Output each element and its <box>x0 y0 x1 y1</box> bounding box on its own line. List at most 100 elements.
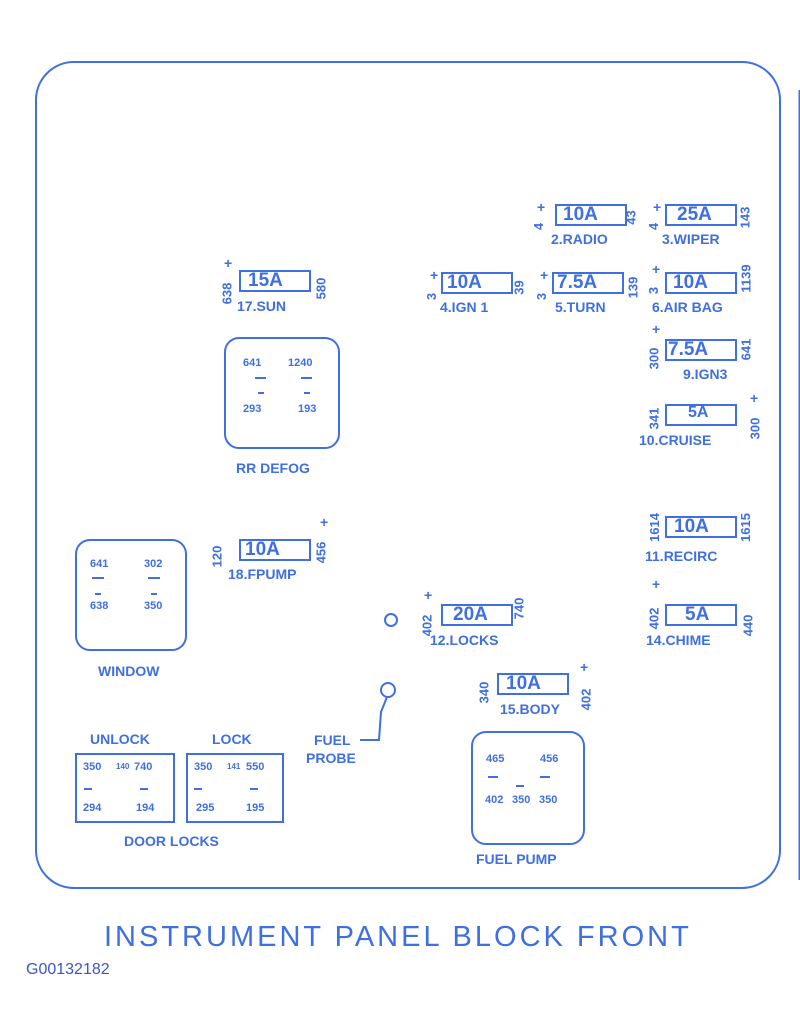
relay-fuel-pump-box <box>471 731 585 845</box>
fuse-airbag-pin-right: 1139 <box>738 264 754 293</box>
fuse-recirc-pin-left: 1614 <box>646 513 662 542</box>
relay-window-name: WINDOW <box>98 663 160 679</box>
fuse-wiper-box <box>665 204 737 226</box>
diagram-title: INSTRUMENT PANEL BLOCK FRONT <box>104 921 692 953</box>
fuse-body-rating: 10A <box>506 673 541 694</box>
fuel-probe-leader <box>360 696 388 741</box>
fuse-cruise-pin-left: 341 <box>646 407 662 430</box>
fuse-recirc-box <box>665 516 737 538</box>
relay-rr-defog-pin: 293 <box>243 403 262 415</box>
fuel-probe-label-line1: FUEL <box>314 732 351 748</box>
relay-fuel-pump-pin: 456 <box>540 753 559 765</box>
fuse-body-box <box>497 673 569 695</box>
relay-rr-defog-pin: 1240 <box>288 357 313 369</box>
relay-unlock-pin: 194 <box>136 802 155 814</box>
fuse-recirc-name: 11.RECIRC <box>645 548 718 564</box>
relay-lock-pin: 295 <box>196 802 215 814</box>
fuse-cruise-rating: 5A <box>688 404 709 421</box>
fuse-radio-box <box>555 204 627 226</box>
relay-rr-defog-pin: 193 <box>298 403 317 415</box>
relay-fuel-pump-pin: 465 <box>486 753 505 765</box>
relay-fuel-pump-pin: 350 <box>512 794 531 806</box>
fuse-ign1-rating: 10A <box>447 272 482 293</box>
fuse-fpump-plus: + <box>320 514 329 530</box>
panel-outline <box>35 61 781 889</box>
fuse-radio-pin-left: 4 <box>531 222 547 231</box>
relay-unlock-pin: 350 <box>83 761 102 773</box>
fuse-wiper-pin-left: 4 <box>646 222 662 231</box>
relay-lock-pin: 195 <box>246 802 265 814</box>
relay-fuel-pump-pin: 350 <box>539 794 558 806</box>
fuse-chime-name: 14.CHIME <box>646 632 711 648</box>
fuse-fpump-box <box>239 539 311 561</box>
fuse-turn-name: 5.TURN <box>555 299 606 315</box>
fuse-ign3-name: 9.IGN3 <box>683 366 728 382</box>
fuse-sun-plus: + <box>224 255 233 271</box>
relay-unlock-pin: 140 <box>116 762 130 771</box>
fuse-radio-name: 2.RADIO <box>551 231 608 247</box>
fuse-airbag-box <box>665 272 737 294</box>
fuse-chime-plus: + <box>652 576 661 592</box>
fuse-cruise-plus: + <box>750 390 759 406</box>
relay-fuel-pump-name: FUEL PUMP <box>476 851 557 867</box>
relay-window-pin: 638 <box>90 600 109 612</box>
fuse-wiper-plus: + <box>653 199 662 215</box>
fuse-wiper-pin-right: 143 <box>737 206 753 229</box>
fuse-turn-box <box>552 272 624 294</box>
relay-fuel-pump-pin: 402 <box>485 794 504 806</box>
fuse-ign1-plus: + <box>430 267 439 283</box>
fuse-ign1-name: 4.IGN 1 <box>440 299 489 315</box>
fuse-ign1-box <box>441 272 513 294</box>
fuel-probe-label-line2: PROBE <box>306 750 356 766</box>
fuse-sun-pin-left: 638 <box>219 282 235 305</box>
fuel-probe-terminal <box>380 682 396 698</box>
fuse-cruise-pin-right: 300 <box>747 417 763 440</box>
relay-lock-box <box>186 753 284 823</box>
fuse-chime-box <box>665 604 737 626</box>
fuse-ign3-plus: + <box>652 321 661 337</box>
fuse-locks-box <box>441 604 513 626</box>
fuse-airbag-pin-left: 3 <box>646 286 662 295</box>
fuse-locks-name: 12.LOCKS <box>430 632 499 648</box>
relay-window-pin: 350 <box>144 600 163 612</box>
fuse-radio-plus: + <box>537 199 546 215</box>
relay-unlock-box <box>75 753 175 823</box>
fuse-fpump-pin-right: 456 <box>313 541 329 564</box>
fuse-locks-rating: 20A <box>453 604 488 625</box>
figure-code: G00132182 <box>26 961 110 978</box>
fuse-body-pin-right: 402 <box>578 688 594 711</box>
fuse-sun-name: 17.SUN <box>237 298 287 314</box>
fuse-body-plus: + <box>580 659 589 675</box>
relay-unlock-pin: 740 <box>134 761 153 773</box>
fuse-recirc-pin-right: 1615 <box>737 513 753 542</box>
fuse-chime-pin-right: 440 <box>740 614 756 637</box>
fuse-ign3-pin-right: 641 <box>738 338 754 361</box>
relay-unlock-label: UNLOCK <box>90 731 150 747</box>
fuse-ign3-box <box>665 339 737 361</box>
relay-lock-pin: 350 <box>194 761 213 773</box>
fuse-turn-plus: + <box>540 267 549 283</box>
fuse-sun-box <box>239 270 311 292</box>
fuse-turn-rating: 7.5A <box>557 272 598 293</box>
fuse-sun-rating: 15A <box>248 270 283 291</box>
relay-window-pin: 302 <box>144 558 163 570</box>
fuse-airbag-name: 6.AIR BAG <box>652 299 723 315</box>
mount-hole <box>384 613 398 627</box>
fuse-body-pin-left: 340 <box>476 681 492 704</box>
fuse-wiper-rating: 25A <box>677 204 712 225</box>
fuse-body-name: 15.BODY <box>500 701 560 717</box>
fuse-airbag-rating: 10A <box>673 272 708 293</box>
fuse-chime-pin-left: 402 <box>646 607 662 630</box>
relay-unlock-pin: 294 <box>83 802 102 814</box>
relay-lock-label: LOCK <box>212 731 252 747</box>
fuse-turn-pin-right: 139 <box>625 276 641 299</box>
relay-window-box <box>75 539 187 651</box>
fuse-sun-pin-right: 580 <box>313 277 329 300</box>
relay-rr-defog-pin: 641 <box>243 357 262 369</box>
fuse-ign1-pin-right: 39 <box>511 280 527 295</box>
relay-rr-defog-box <box>224 337 340 449</box>
fuse-airbag-plus: + <box>652 261 661 277</box>
fuse-cruise-box <box>665 404 737 426</box>
fuse-cruise-name: 10.CRUISE <box>639 432 712 448</box>
